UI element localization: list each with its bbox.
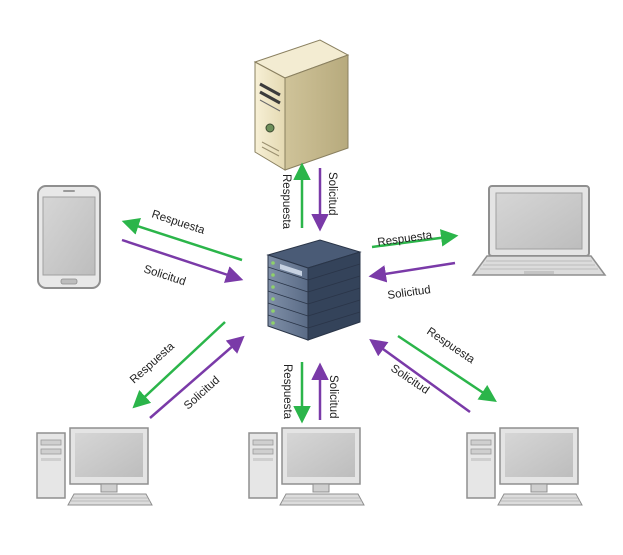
response-arrow (121, 218, 243, 262)
tower-server-icon (253, 39, 350, 171)
response-arrow (371, 229, 459, 249)
rack-server-icon (266, 239, 362, 341)
request-label: Solicitud (326, 172, 338, 215)
request-arrow (149, 335, 245, 419)
request-label: Solicitud (387, 284, 432, 302)
response-label: Respuesta (280, 174, 292, 230)
smartphone-icon (37, 185, 101, 289)
request-label: Solicitud (327, 375, 339, 418)
desktop-computer-icon (36, 427, 153, 506)
response-label: Respuesta (424, 326, 477, 367)
desktop-computer-icon (466, 427, 583, 506)
request-arrow (121, 238, 244, 283)
laptop-icon (471, 185, 607, 276)
response-arrow (132, 321, 226, 409)
desktop-computer-icon (248, 427, 365, 506)
request-label: Solicitud (182, 374, 222, 412)
response-label: Respuesta (281, 364, 293, 420)
response-arrow (397, 334, 497, 402)
request-arrow (369, 338, 471, 414)
request-label: Solicitud (142, 263, 187, 288)
request-arrow (368, 261, 456, 283)
response-label: Respuesta (128, 340, 177, 386)
response-label: Respuesta (377, 229, 434, 249)
